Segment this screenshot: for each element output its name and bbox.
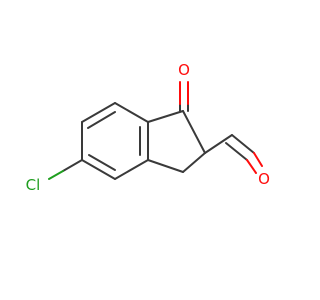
- chloro-substituent: Cl: [26, 159, 83, 194]
- chlorine-label: Cl: [26, 176, 41, 194]
- bond-c2-c3: [182, 152, 206, 173]
- structure-canvas: O O Cl: [25, 61, 270, 194]
- bond-c7a-c1: [147, 110, 184, 123]
- bond-c6-c6-inner: [87, 111, 116, 129]
- benzene-ring: [81, 102, 149, 180]
- molecule-drawing: O O Cl: [26, 61, 270, 194]
- bond-c2-cho: [204, 134, 233, 154]
- bond-cho-o-a: [231, 134, 255, 154]
- bond-c7a-c7: [114, 102, 149, 123]
- bond-c4-c3a: [114, 159, 149, 180]
- bond-c7-c6: [81, 102, 116, 123]
- bond-cho-o-b: [225, 142, 248, 161]
- bond-c5-cl: [62, 159, 83, 172]
- ketone-group: O: [178, 61, 190, 112]
- bond-c3-c3a: [147, 159, 184, 173]
- bond-cho-o-b-red: [246, 159, 257, 174]
- bond-c5-c4: [81, 159, 116, 180]
- ketone-oxygen-label: O: [178, 61, 190, 79]
- bond-c5-c4-inner: [88, 154, 116, 171]
- bond-c1-c2: [182, 110, 206, 154]
- bond-c5-cl-green: [48, 170, 64, 180]
- cyclopentanone-ring: [147, 110, 206, 173]
- aldehyde-group: O: [204, 134, 270, 188]
- aldehyde-oxygen-label: O: [258, 170, 270, 188]
- bond-cho-o-a-red: [253, 152, 263, 167]
